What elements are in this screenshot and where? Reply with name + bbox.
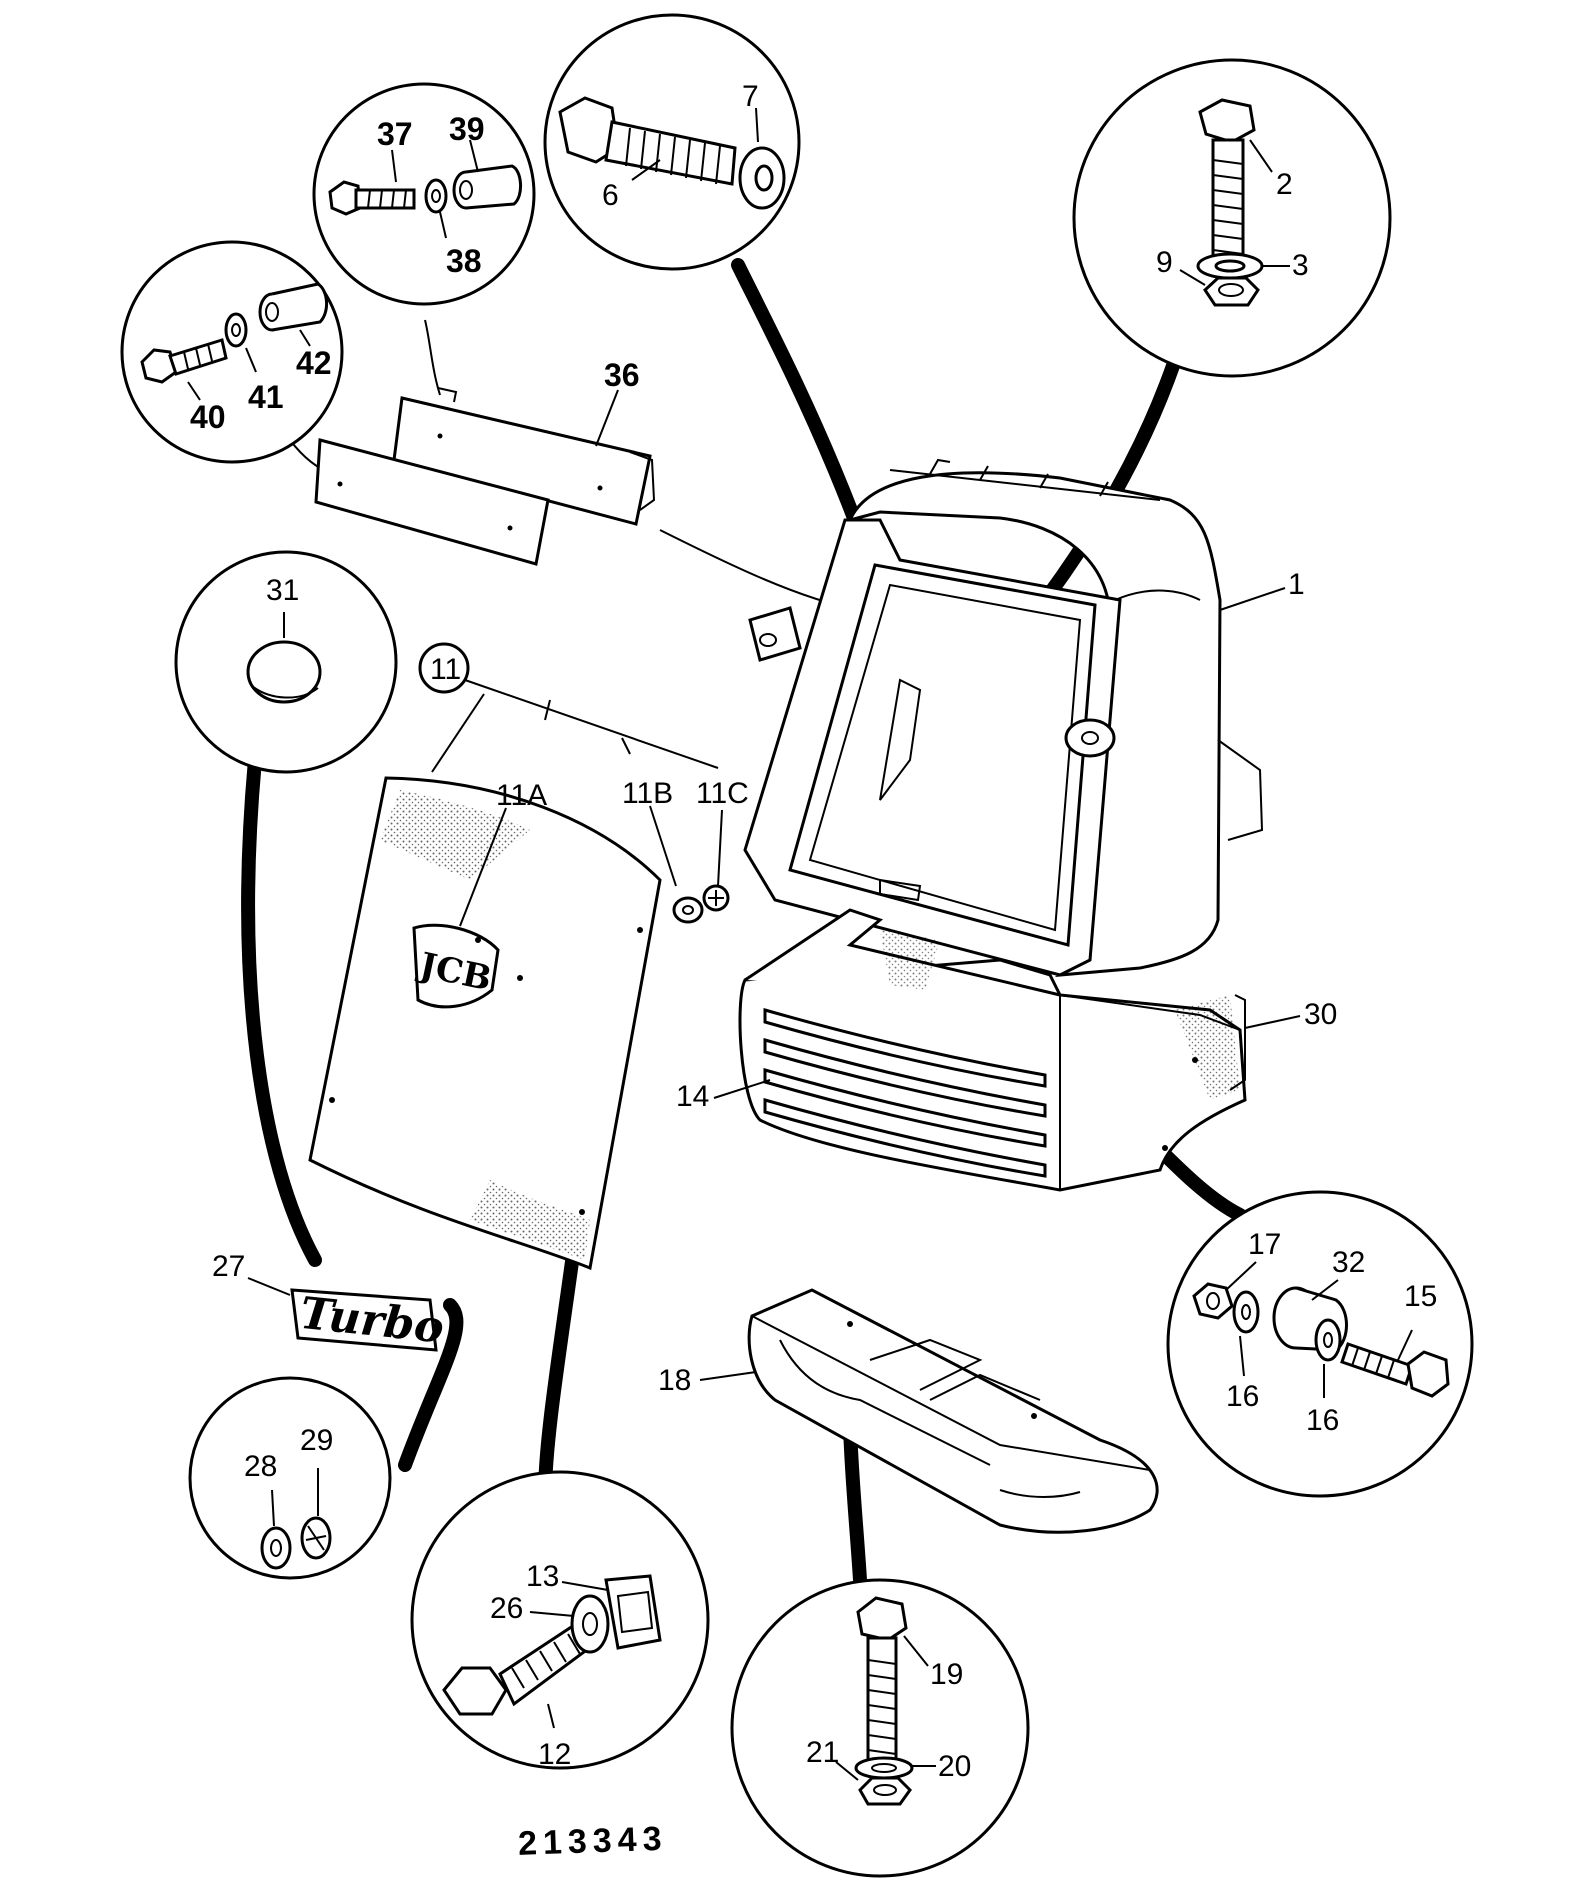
detail-circle-bolt-37: 37 39 38 [312, 82, 536, 306]
callout-14: 14 [676, 1080, 709, 1113]
callout-11: 11 [430, 653, 461, 686]
callout-29: 29 [300, 1424, 333, 1457]
clip-nut-13-icon [604, 1574, 662, 1650]
bolt-37-icon [328, 180, 416, 216]
washer-16-right-icon [1314, 1318, 1342, 1362]
callout-28: 28 [244, 1450, 277, 1483]
detail-circle-bolt-19: 19 20 21 [730, 1578, 1030, 1878]
callout-12: 12 [538, 1738, 571, 1771]
grille-panel-11: 11 JCB 11A 11B 11C [308, 642, 749, 1271]
washer-41-icon [224, 312, 248, 348]
callout-30: 30 [1304, 998, 1337, 1031]
callout-41: 41 [248, 379, 284, 415]
callout-36: 36 [604, 357, 640, 393]
detail-circle-cap-31: 31 [174, 550, 398, 774]
detail-circle-bolt-6: 6 7 [543, 13, 801, 271]
nut-17-icon [1192, 1282, 1234, 1320]
nut-21-icon [858, 1776, 912, 1806]
washer-7-icon [738, 146, 786, 210]
callout-6: 6 [602, 179, 619, 212]
bolt-6-icon [558, 96, 737, 186]
callout-2: 2 [1276, 168, 1293, 201]
callout-27: 27 [212, 1250, 245, 1283]
jcb-logo-badge: JCB [412, 923, 500, 1009]
callout-11B: 11B [622, 777, 673, 810]
clip-11c-icon [702, 884, 730, 912]
lockwasher-29-icon [300, 1516, 332, 1560]
callout-21: 21 [806, 1736, 839, 1769]
bolt-40-icon [140, 338, 228, 384]
bumper-18: 18 [658, 1288, 1159, 1534]
detail-circle-bolt-15: 17 32 15 16 16 [1166, 1190, 1474, 1498]
callout-1: 1 [1288, 568, 1305, 601]
callout-32: 32 [1332, 1246, 1365, 1279]
washer-16-left-icon [1232, 1290, 1260, 1334]
callout-3: 3 [1292, 249, 1309, 282]
cap-31-icon [246, 640, 322, 704]
callout-16-right: 16 [1306, 1404, 1339, 1437]
callout-31: 31 [266, 574, 299, 607]
washer-28-icon [260, 1526, 292, 1570]
callout-20: 20 [938, 1750, 971, 1783]
callout-40: 40 [190, 399, 226, 435]
callout-11C: 11C [696, 777, 749, 810]
callout-7: 7 [742, 80, 759, 113]
drawing-number: 213343 [517, 1820, 668, 1863]
spacer-39-icon [452, 164, 522, 210]
detail-circle-washers-28: 28 29 [188, 1376, 392, 1580]
nut-9-icon [1203, 276, 1260, 307]
callout-13: 13 [526, 1560, 559, 1593]
detail-circle-bolt-12: 26 13 12 [410, 1470, 710, 1771]
callout-16-left: 16 [1226, 1380, 1259, 1413]
callout-26: 26 [490, 1592, 523, 1625]
bolt-19-icon [856, 1596, 908, 1770]
callout-19: 19 [930, 1658, 963, 1691]
washer-3-icon [1196, 252, 1264, 280]
radiator-housing-1: 1 [743, 458, 1305, 977]
callout-9: 9 [1156, 246, 1173, 279]
callout-39: 39 [449, 111, 485, 147]
shroud-30: 30 [880, 930, 1337, 1100]
callout-37: 37 [377, 116, 413, 152]
grille-14: 14 [676, 908, 1247, 1192]
callout-17: 17 [1248, 1228, 1281, 1261]
washer-20-icon [854, 1756, 914, 1780]
spacer-42-icon [258, 282, 328, 332]
turbo-badge-text: Turbo [298, 1288, 447, 1354]
spacer-32-icon [1272, 1286, 1348, 1352]
grommet-11b-icon [672, 896, 704, 924]
detail-circle-bolt-2: 2 3 9 [1072, 58, 1392, 378]
washer-26-icon [570, 1594, 610, 1654]
callout-38: 38 [446, 243, 482, 279]
washer-38-icon [424, 178, 448, 214]
bolt-2-icon [1198, 98, 1256, 272]
bolt-15-icon [1340, 1342, 1450, 1398]
callout-11A: 11A [496, 779, 547, 812]
callout-15: 15 [1404, 1280, 1437, 1313]
turbo-badge-27: Turbo 27 [212, 1250, 446, 1354]
callout-42: 42 [296, 345, 332, 381]
plate-36: 36 [314, 357, 656, 566]
detail-circle-bolt-40: 40 41 42 [120, 240, 344, 464]
callout-18: 18 [658, 1364, 691, 1397]
